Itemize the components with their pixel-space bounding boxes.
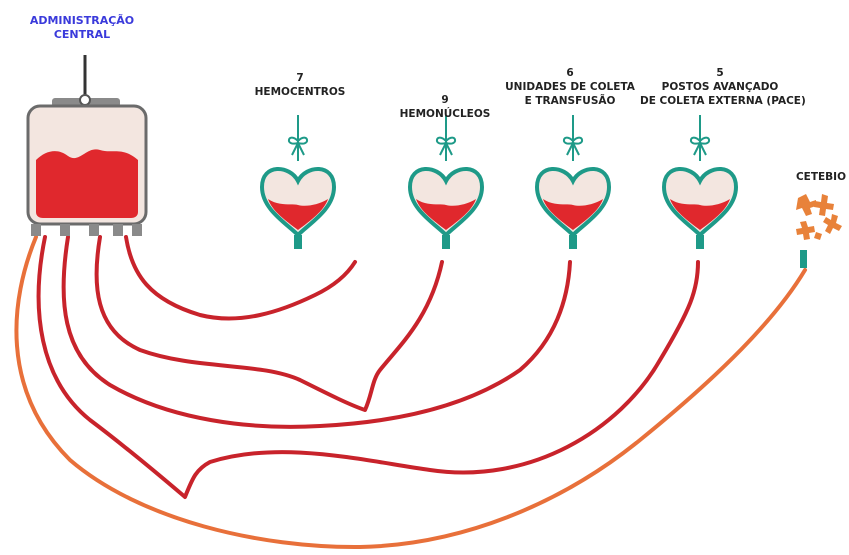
bag-port-2 — [60, 224, 70, 236]
cetebio-shape-3 — [823, 214, 842, 234]
cetebio-shape-2 — [814, 194, 834, 216]
unit-label-hemonucleos: 9 HEMONÚCLEOS — [385, 93, 505, 121]
unit-count: 9 — [385, 93, 505, 107]
heart-bag-unidades — [537, 115, 609, 249]
heart-connector — [696, 235, 704, 249]
heart-bag-hemocentros — [262, 115, 334, 249]
central-blood-bag — [28, 55, 146, 236]
bag-port-1 — [31, 224, 41, 236]
bag-port-4 — [113, 224, 123, 236]
unit-count: 7 — [240, 71, 360, 85]
cetebio-connector — [800, 250, 807, 268]
unit-name: POSTOS AVANÇADO — [640, 80, 800, 94]
heart-connector — [442, 235, 450, 249]
cetebio-shape-5 — [814, 232, 822, 240]
cetebio-label: CETEBIO — [793, 170, 849, 184]
heart-bags — [262, 115, 736, 249]
unit-count: 5 — [640, 66, 800, 80]
cetebio-shape-1 — [796, 194, 816, 216]
heart-bag-postos — [664, 115, 736, 249]
admin-label-line2: CENTRAL — [22, 28, 142, 42]
cetebio-label-text: CETEBIO — [793, 170, 849, 184]
unit-label-postos: 5 POSTOS AVANÇADO DE COLETA EXTERNA (PAC… — [640, 66, 800, 108]
admin-label: ADMINISTRAÇÃO CENTRAL — [22, 14, 142, 42]
tube-postos — [39, 237, 698, 497]
unit-name: HEMONÚCLEOS — [385, 107, 505, 121]
tube-hemonucleos — [97, 237, 442, 410]
bag-hook — [80, 95, 90, 105]
unit-name: UNIDADES DE COLETA — [505, 80, 635, 94]
bag-port-3 — [89, 224, 99, 236]
unit-name-line2: E TRANSFUSÃO — [505, 94, 635, 108]
unit-count: 6 — [505, 66, 635, 80]
bag-blood — [36, 149, 138, 218]
tube-unidades — [64, 237, 570, 427]
admin-label-line1: ADMINISTRAÇÃO — [22, 14, 142, 28]
unit-label-unidades: 6 UNIDADES DE COLETA E TRANSFUSÃO — [505, 66, 635, 108]
unit-label-hemocentros: 7 HEMOCENTROS — [240, 71, 360, 99]
unit-name: HEMOCENTROS — [240, 85, 360, 99]
heart-connector — [294, 235, 302, 249]
tube-cetebio — [16, 237, 805, 547]
bag-port-5 — [132, 224, 142, 236]
cetebio-shape-4 — [796, 221, 815, 240]
unit-name-line2: DE COLETA EXTERNA (PACE) — [640, 94, 800, 108]
tube-hemocentros — [126, 237, 355, 318]
heart-bag-hemonucleos — [410, 115, 482, 249]
tubes — [16, 237, 805, 547]
heart-connector — [569, 235, 577, 249]
cetebio-icon — [796, 194, 842, 240]
